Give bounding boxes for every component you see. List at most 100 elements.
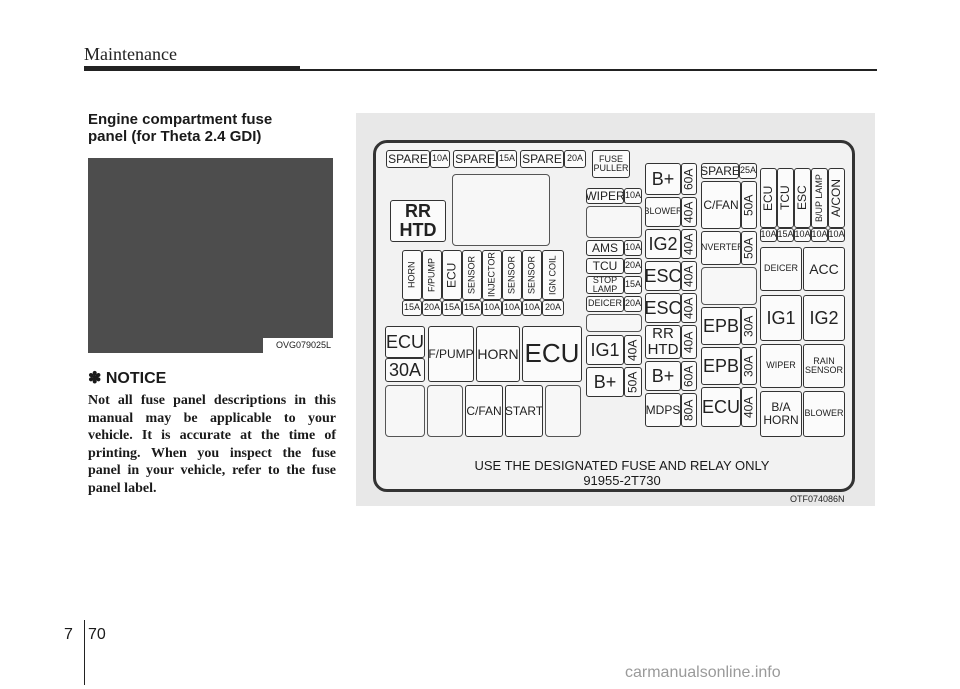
fuse-ams-amp: 10A bbox=[624, 240, 642, 256]
photo-code: OVG079025L bbox=[263, 338, 333, 353]
fuse-spare-2: SPARE bbox=[453, 150, 497, 168]
relay-deicer: DEICER bbox=[760, 247, 802, 291]
fuse-puller: FUSE PULLER bbox=[592, 150, 630, 178]
page-divider bbox=[84, 620, 85, 685]
fuse-injector-amp: 10A bbox=[482, 300, 502, 316]
fuse-epb-2: EPB bbox=[701, 307, 741, 345]
notice-heading: ✽ NOTICE bbox=[88, 370, 167, 387]
fuse-sensor-1: SENSOR bbox=[462, 250, 482, 300]
fuse-rr-htd: RR HTD bbox=[645, 325, 681, 359]
fuse-esc-2: ESC bbox=[645, 293, 681, 323]
blank-slot-b1 bbox=[385, 385, 425, 437]
fuse-wiper: WIPER bbox=[586, 188, 624, 204]
engine-photo bbox=[88, 158, 333, 353]
relay-ig2: IG2 bbox=[803, 295, 845, 341]
page-number: 70 bbox=[88, 626, 106, 643]
relay-fpump: F/PUMP bbox=[428, 326, 474, 382]
fuse-esc-3-amp: 10A bbox=[794, 228, 811, 242]
fuse-bplus-3: B+ bbox=[645, 361, 681, 391]
fuse-esc-1-amp: 40A bbox=[681, 261, 697, 291]
chapter-number: 7 bbox=[64, 626, 73, 643]
fuse-mdps: MDPS bbox=[645, 393, 681, 427]
blank-slot-b3 bbox=[545, 385, 581, 437]
fuse-injector: INJECTOR bbox=[482, 250, 502, 300]
fuse-horn: HORN bbox=[402, 250, 422, 300]
relay-ecu-1-amp: 30A bbox=[385, 358, 425, 382]
fuse-tcu-amp: 20A bbox=[624, 258, 642, 274]
fuse-sensor-3: SENSOR bbox=[502, 250, 522, 300]
fuse-bplus-1: B+ bbox=[586, 367, 624, 397]
relay-ig1: IG1 bbox=[760, 295, 802, 341]
relay-rr-htd: RR HTD bbox=[390, 200, 446, 242]
relay-wiper: WIPER bbox=[760, 344, 802, 388]
relay-rain-sensor: RAIN SENSOR bbox=[803, 344, 845, 388]
fuse-stop-lamp: STOP LAMP bbox=[586, 276, 624, 294]
fuse-spare-1-amp: 10A bbox=[430, 150, 450, 168]
blank-slot-mid bbox=[586, 206, 642, 238]
relay-acc: ACC bbox=[803, 247, 845, 291]
relay-start: START bbox=[505, 385, 543, 437]
relay-ba-horn: B/A HORN bbox=[760, 391, 802, 437]
blank-slot-d bbox=[701, 267, 757, 305]
fuse-epb-1-amp: 30A bbox=[741, 347, 757, 385]
panel-label-line2: 91955-2T730 bbox=[583, 473, 661, 488]
fuse-wiper-amp: 10A bbox=[624, 188, 642, 204]
fuse-spare-25-amp: 25A bbox=[739, 163, 757, 179]
fuse-blower-amp: 40A bbox=[681, 197, 697, 227]
fuse-tcu-2: TCU bbox=[777, 168, 794, 228]
fuse-ecu-2: ECU bbox=[701, 387, 741, 427]
blank-slot bbox=[452, 174, 550, 246]
fuse-spare-3-amp: 20A bbox=[564, 150, 586, 168]
relay-ecu-1: ECU bbox=[385, 326, 425, 358]
fuse-ecu-4-amp: 10A bbox=[760, 228, 777, 242]
fuse-ams: AMS bbox=[586, 240, 624, 256]
fuse-ecu-1: ECU bbox=[442, 250, 462, 300]
section-title: Engine compartment fuse panel (for Theta… bbox=[88, 111, 348, 145]
fuse-ecu-1-amp: 15A bbox=[442, 300, 462, 316]
section-title-line2: panel (for Theta 2.4 GDI) bbox=[88, 128, 262, 145]
fuse-horn-amp: 15A bbox=[402, 300, 422, 316]
fuse-esc-2-amp: 40A bbox=[681, 293, 697, 323]
fuse-fpump-amp: 20A bbox=[422, 300, 442, 316]
relay-ecu-main: ECU bbox=[522, 326, 582, 382]
fuse-ign-coil: IGN COIL bbox=[542, 250, 564, 300]
panel-label: USE THE DESIGNATED FUSE AND RELAY ONLY 9… bbox=[452, 458, 792, 488]
fuse-cfan-amp: 50A bbox=[741, 181, 757, 229]
relay-cfan: C/FAN bbox=[465, 385, 503, 437]
fuse-tcu-2-amp: 15A bbox=[777, 228, 794, 242]
fuse-bplus-3-amp: 60A bbox=[681, 361, 697, 391]
panel-label-line1: USE THE DESIGNATED FUSE AND RELAY ONLY bbox=[474, 458, 770, 473]
watermark: carmanualsonline.info bbox=[625, 664, 781, 681]
relay-horn: HORN bbox=[476, 326, 520, 382]
fuse-fpump: F/PUMP bbox=[422, 250, 442, 300]
fuse-sensor-3-amp: 10A bbox=[502, 300, 522, 316]
fuse-spare-3: SPARE bbox=[520, 150, 564, 168]
header-rule-thin bbox=[300, 69, 877, 71]
relay-blower: BLOWER bbox=[803, 391, 845, 437]
fuse-ecu-2-amp: 40A bbox=[741, 387, 757, 427]
fuse-ign-coil-amp: 20A bbox=[542, 300, 564, 316]
fuse-ig2: IG2 bbox=[645, 229, 681, 259]
diagram-code: OTF074086N bbox=[790, 494, 845, 504]
fuse-acon-amp: 10A bbox=[828, 228, 845, 242]
fuse-epb-1: EPB bbox=[701, 347, 741, 385]
blank-slot-b2 bbox=[427, 385, 463, 437]
fuse-bup-lamp-amp: 10A bbox=[811, 228, 828, 242]
fuse-bup-lamp: B/UP LAMP bbox=[811, 168, 828, 228]
blank-slot-mid-2 bbox=[586, 314, 642, 332]
fuse-esc-1: ESC bbox=[645, 261, 681, 291]
fuse-inverter-amp: 50A bbox=[741, 231, 757, 265]
fuse-spare-2-amp: 15A bbox=[497, 150, 517, 168]
fuse-spare-1: SPARE bbox=[386, 150, 430, 168]
fuse-stop-lamp-amp: 15A bbox=[624, 276, 642, 294]
fuse-sensor-2: SENSOR bbox=[522, 250, 542, 300]
notice-body: Not all fuse panel descriptions in this … bbox=[88, 393, 336, 496]
fuse-sensor-1-amp: 15A bbox=[462, 300, 482, 316]
fuse-ig1: IG1 bbox=[586, 335, 624, 365]
fuse-epb-2-amp: 30A bbox=[741, 307, 757, 345]
fuse-deicer-amp: 20A bbox=[624, 296, 642, 312]
fuse-inverter: INVERTER bbox=[701, 231, 741, 265]
fuse-spare-25: SPARE bbox=[701, 163, 739, 179]
fuse-ig1-amp: 40A bbox=[624, 335, 642, 365]
fuse-tcu: TCU bbox=[586, 258, 624, 274]
